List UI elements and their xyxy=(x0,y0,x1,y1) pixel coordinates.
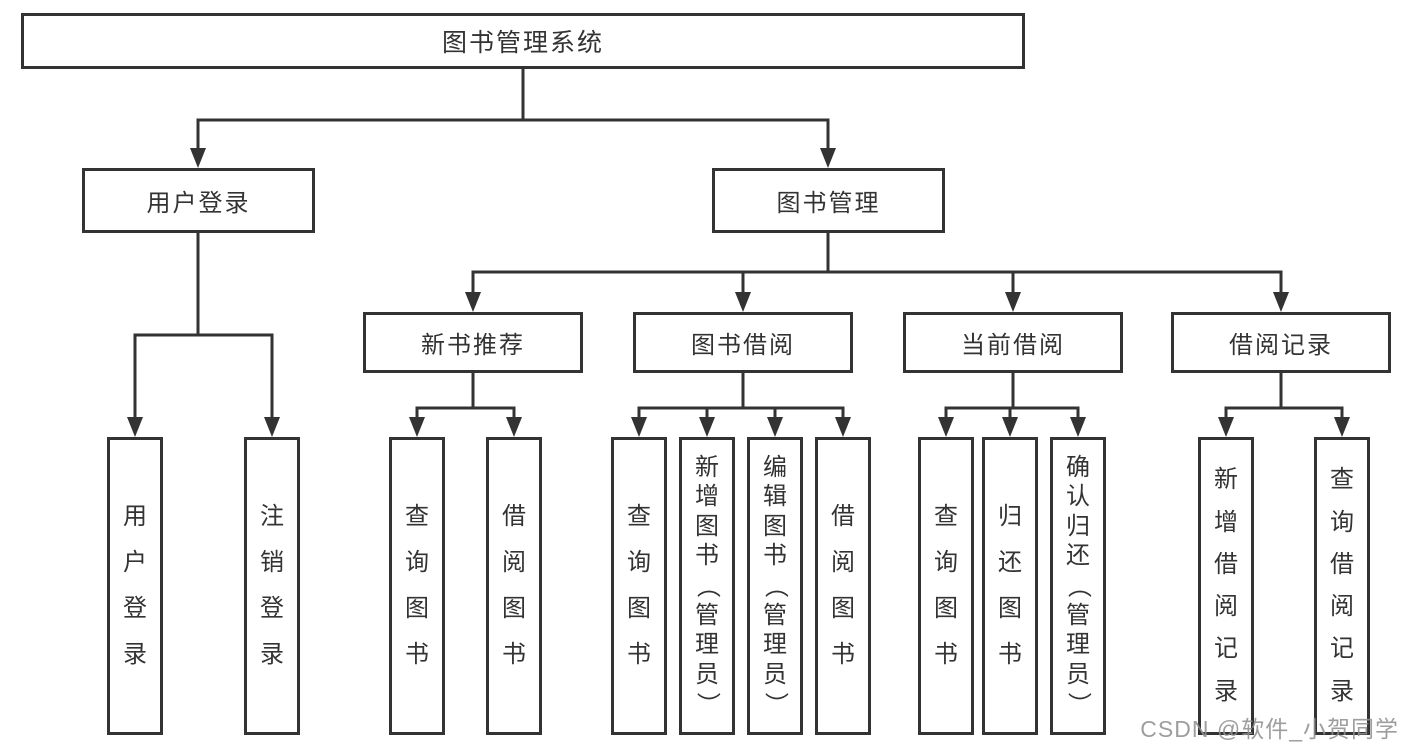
leaf-user-login: 用户登录 xyxy=(107,437,163,735)
vertical-char: 销 xyxy=(260,549,284,576)
vertical-char: 借 xyxy=(502,503,526,530)
leaf-borrow-books: 借阅图书 xyxy=(815,437,871,735)
vertical-char: 借 xyxy=(831,503,855,530)
vertical-char: 记 xyxy=(1330,635,1354,663)
vertical-char: ） xyxy=(762,692,789,717)
node-book-borrowing: 图书借阅 xyxy=(633,312,853,373)
vertical-char: 录 xyxy=(1214,677,1238,705)
node-user-login: 用户登录 xyxy=(82,168,315,233)
vertical-char: （ xyxy=(762,574,789,598)
vertical-char: ） xyxy=(694,692,721,717)
vertical-char: 图 xyxy=(405,595,429,622)
vertical-char: 图 xyxy=(502,595,526,622)
vertical-char: 书 xyxy=(695,542,719,570)
leaf-edit-books-admin: 编辑图书 （ 管理员 ） xyxy=(747,437,803,735)
leaf-add-books-admin: 新增图书 （ 管理员 ） xyxy=(679,437,735,735)
vertical-char: 新 xyxy=(1214,466,1238,494)
vertical-char: 管 xyxy=(763,601,787,629)
vertical-char: 归 xyxy=(1066,512,1090,540)
vertical-char: 增 xyxy=(695,483,719,511)
vertical-char: 登 xyxy=(260,595,284,622)
vertical-char: 员 xyxy=(695,660,719,688)
leaf-query-borrow-record: 查询借阅记录 xyxy=(1314,437,1370,735)
vertical-char: 阅 xyxy=(831,549,855,576)
vertical-char: 查 xyxy=(405,503,429,530)
vertical-char: 录 xyxy=(123,641,147,668)
vertical-char: 认 xyxy=(1066,483,1090,511)
vertical-char: 管 xyxy=(1066,601,1090,629)
vertical-char: 图 xyxy=(831,595,855,622)
node-library-management-system: 图书管理系统 xyxy=(21,13,1025,69)
vertical-char: ） xyxy=(1065,692,1092,717)
node-book-management: 图书管理 xyxy=(712,168,945,233)
vertical-char: 书 xyxy=(831,641,855,668)
vertical-char: 书 xyxy=(998,641,1022,668)
vertical-char: 管 xyxy=(695,601,719,629)
vertical-char: 理 xyxy=(695,631,719,659)
vertical-char: 图 xyxy=(998,595,1022,622)
vertical-char: 用 xyxy=(123,503,147,530)
vertical-char: 书 xyxy=(763,542,787,570)
vertical-char: 还 xyxy=(998,549,1022,576)
vertical-char: 编 xyxy=(763,453,787,481)
vertical-char: 注 xyxy=(260,503,284,530)
vertical-char: 书 xyxy=(627,641,651,668)
leaf-add-borrow-record: 新增借阅记录 xyxy=(1198,437,1254,735)
leaf-borrow-books-recommend: 借阅图书 xyxy=(486,437,542,735)
vertical-char: 询 xyxy=(1330,508,1354,536)
vertical-char: 查 xyxy=(1330,466,1354,494)
vertical-char: 归 xyxy=(998,503,1022,530)
vertical-char: 记 xyxy=(1214,635,1238,663)
vertical-char: 录 xyxy=(260,641,284,668)
vertical-char: 书 xyxy=(502,641,526,668)
vertical-char: 查 xyxy=(934,503,958,530)
vertical-char: 查 xyxy=(627,503,651,530)
vertical-char: 户 xyxy=(123,549,147,576)
vertical-char: （ xyxy=(1065,574,1092,598)
vertical-char: 确 xyxy=(1066,453,1090,481)
vertical-char: 增 xyxy=(1214,508,1238,536)
leaf-query-books-recommend: 查询图书 xyxy=(389,437,445,735)
vertical-char: 借 xyxy=(1330,550,1354,578)
node-borrowing-records: 借阅记录 xyxy=(1171,312,1391,373)
vertical-char: 阅 xyxy=(1214,593,1238,621)
vertical-char: 理 xyxy=(1066,631,1090,659)
vertical-char: 图 xyxy=(763,512,787,540)
arrow-down-icons xyxy=(127,148,1350,437)
vertical-char: 辑 xyxy=(763,483,787,511)
vertical-char: （ xyxy=(694,574,721,598)
leaf-query-books-borrow: 查询图书 xyxy=(611,437,667,735)
node-new-book-recommendation: 新书推荐 xyxy=(363,312,583,373)
vertical-char: 新 xyxy=(695,453,719,481)
vertical-char: 询 xyxy=(627,549,651,576)
node-current-borrowing: 当前借阅 xyxy=(903,312,1123,373)
vertical-char: 书 xyxy=(405,641,429,668)
leaf-confirm-return-admin: 确认归还 （ 管理员 ） xyxy=(1050,437,1106,735)
vertical-char: 员 xyxy=(763,660,787,688)
leaf-query-books-current: 查询图书 xyxy=(918,437,974,735)
vertical-char: 图 xyxy=(627,595,651,622)
vertical-char: 图 xyxy=(695,512,719,540)
vertical-char: 员 xyxy=(1066,660,1090,688)
vertical-char: 阅 xyxy=(502,549,526,576)
vertical-char: 阅 xyxy=(1330,593,1354,621)
vertical-char: 登 xyxy=(123,595,147,622)
leaf-return-books: 归还图书 xyxy=(982,437,1038,735)
vertical-char: 询 xyxy=(405,549,429,576)
vertical-char: 书 xyxy=(934,641,958,668)
vertical-char: 询 xyxy=(934,549,958,576)
vertical-char: 录 xyxy=(1330,677,1354,705)
watermark: CSDN @软件_小贺同学 xyxy=(1140,716,1399,742)
vertical-char: 还 xyxy=(1066,542,1090,570)
vertical-char: 借 xyxy=(1214,550,1238,578)
vertical-char: 理 xyxy=(763,631,787,659)
leaf-logout: 注销登录 xyxy=(244,437,300,735)
vertical-char: 图 xyxy=(934,595,958,622)
